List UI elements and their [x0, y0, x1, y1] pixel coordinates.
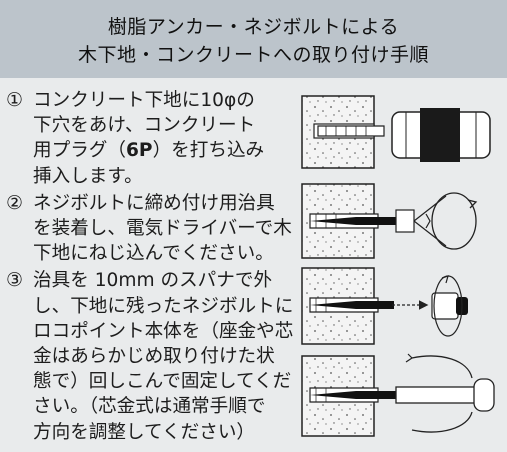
- step-text-line: コンクリート下地に10φの: [33, 90, 255, 111]
- step-text-line: を装着し、電気ドライバーで木: [33, 218, 292, 240]
- step-text-line: ネジボルトに締め付け用治具: [33, 192, 275, 214]
- step-illustrations: [296, 90, 501, 442]
- driver-bit: [413, 195, 447, 247]
- header-title-line-2: 木下地・コンクリートへの取り付け手順: [77, 44, 429, 66]
- screw-bolt: [310, 301, 394, 309]
- step-number: ②: [6, 191, 24, 214]
- step-text-line: ロコポイント本体を（座金や芯: [33, 320, 294, 342]
- step-2: ② ネジボルトに締め付け用治具 を装着し、電気ドライバーで木 下地にねじ込んでく…: [6, 191, 292, 267]
- step-number: ③: [6, 269, 24, 292]
- step-text-line: し、下地に残ったネジボルトに: [33, 295, 294, 317]
- screw-bolt: [310, 217, 396, 225]
- step-text-fragment: 用プラグ（: [33, 140, 126, 162]
- step-3: ③ 治具を 10mm のスパナで外 し、下地に残ったネジボルトに ロコポイント本…: [6, 268, 294, 444]
- step-text-line: 治具を 10mm のスパナで外: [33, 270, 273, 292]
- step-1: ① コンクリート下地に10φの 下穴をあけ、コンクリート 用プラグ（6P）を打ち…: [6, 88, 290, 189]
- figure-2-screw-bolt: [301, 183, 478, 259]
- step-text-line: さい。（芯金式は通常手順で: [33, 396, 266, 418]
- plastic-plug: [317, 125, 385, 137]
- step-text-line: 挿入します。: [33, 165, 143, 187]
- jig: [395, 209, 415, 233]
- step-text-line: 用プラグ（6P）を打ち込み: [33, 138, 290, 163]
- step-text-line: 方向を調整してください）: [33, 421, 256, 443]
- step-text-line: 態で）回しこんで固定してくだ: [33, 371, 292, 393]
- header-banner: 樹脂アンカー・ネジボルトによる 木下地・コンクリートへの取り付け手順: [0, 0, 507, 78]
- figure-4-fix-body: [301, 353, 495, 437]
- plug-code: 6P: [125, 140, 153, 162]
- rotation-arrow: [411, 355, 473, 379]
- anchor-body: [395, 386, 477, 404]
- figure-1-plug-insertion: [301, 95, 491, 169]
- step-text-line: 金はあらかじめ取り付けた状: [33, 346, 275, 368]
- rotation-arrow: [431, 192, 477, 250]
- anchor-cap: [473, 378, 495, 412]
- step-list: ① コンクリート下地に10φの 下穴をあけ、コンクリート 用プラグ（6P）を打ち…: [6, 88, 294, 445]
- jig: [431, 292, 459, 320]
- step-number: ①: [6, 89, 24, 111]
- illustration-canvas: [301, 95, 495, 437]
- jig-block: [420, 108, 460, 162]
- step-text-fragment: ）を打ち込み: [152, 140, 265, 162]
- screw-bolt: [310, 391, 396, 399]
- header-title-line-1: 樹脂アンカー・ネジボルトによる: [107, 16, 400, 38]
- step-text-line: 下穴をあけ、コンクリート: [33, 115, 256, 137]
- figure-3-remove-jig: [301, 267, 468, 345]
- step-text-line: 下地にねじ込んでください。: [33, 243, 274, 265]
